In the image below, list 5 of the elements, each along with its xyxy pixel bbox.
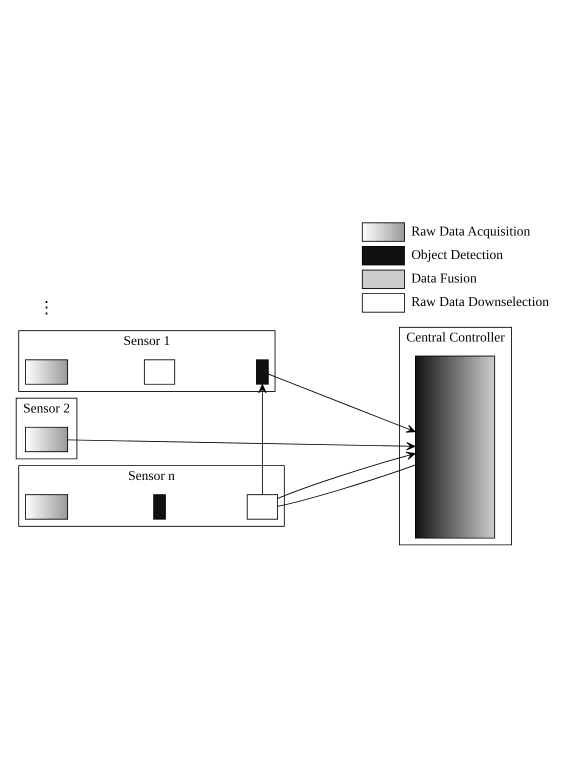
legend-label: Data Fusion bbox=[411, 270, 477, 286]
label: ⋮ bbox=[38, 298, 56, 318]
legend-label: Raw Data Acquisition bbox=[411, 223, 530, 238]
legend-label: Raw Data Downselection bbox=[411, 294, 550, 310]
legend-label: Object Detection bbox=[411, 246, 503, 262]
